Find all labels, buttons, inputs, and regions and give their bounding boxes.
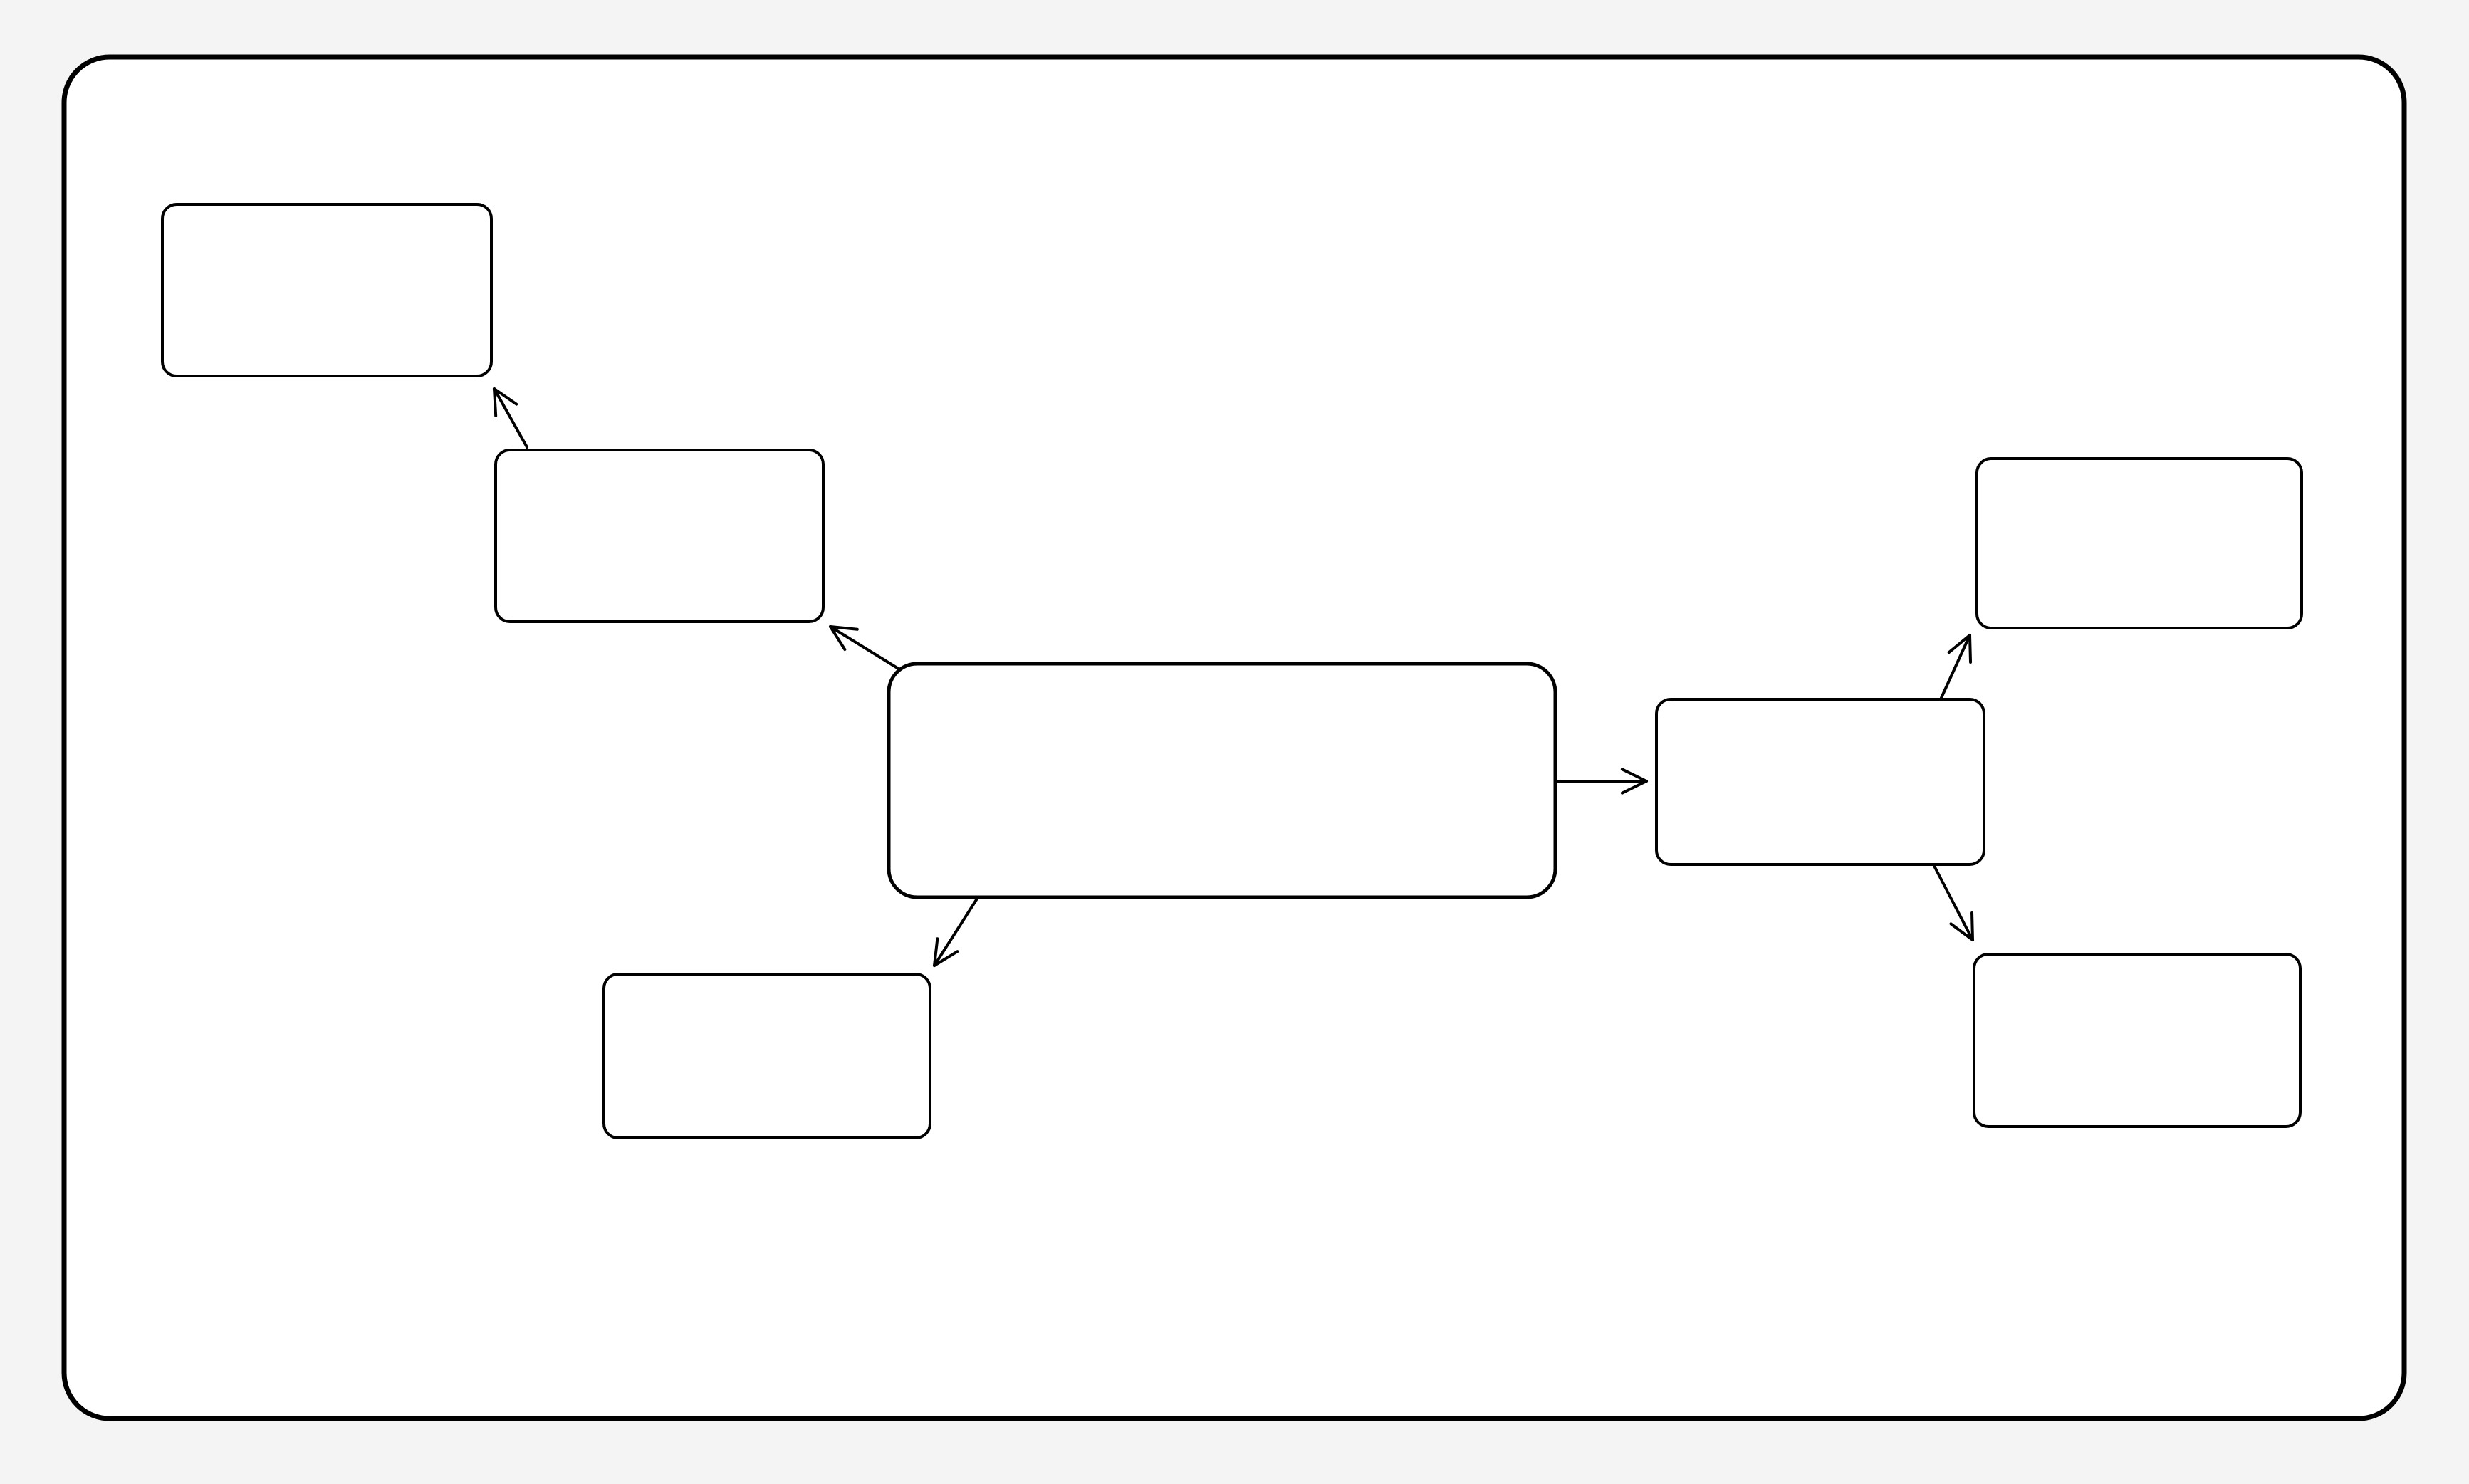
node-shape [602, 973, 931, 1139]
arrow-shaft [1940, 634, 1971, 699]
arrow-shaft [1933, 864, 1974, 941]
arrow-center-to-bottom-left[interactable] [933, 897, 978, 967]
nodes-layer [161, 203, 2303, 1139]
arrowhead-wing-1 [493, 387, 518, 406]
arrow-center-to-right-middle[interactable] [1555, 768, 1648, 795]
arrowhead-wing-2 [1970, 911, 1974, 941]
arrowhead-wing-2 [493, 387, 498, 417]
node-shape [887, 662, 1557, 899]
arrow-right-middle-to-top-right[interactable] [1940, 634, 1973, 699]
arrowhead-wing-1 [1949, 922, 1974, 941]
arrowhead-wing-1 [933, 937, 939, 967]
node-box-right-middle[interactable] [1655, 698, 1985, 866]
arrowhead-wing-2 [1947, 634, 1971, 654]
node-shape [494, 449, 825, 623]
node-box-upper-left[interactable] [494, 449, 825, 623]
arrow-upper-left-to-top-left[interactable] [493, 387, 528, 449]
arrow-right-middle-to-bottom-right[interactable] [1933, 864, 1974, 941]
node-box-center[interactable] [887, 662, 1557, 899]
edges-layer [493, 387, 1974, 967]
node-box-top-right[interactable] [1975, 457, 2303, 629]
node-shape [1655, 698, 1985, 866]
arrow-shaft [829, 625, 899, 669]
node-box-bottom-left[interactable] [602, 973, 931, 1139]
arrow-shaft [493, 387, 528, 449]
arrow-center-to-upper-left[interactable] [829, 625, 899, 669]
arrowhead-wing-2 [829, 625, 847, 652]
node-shape [1975, 457, 2303, 629]
node-shape [1973, 953, 2302, 1128]
arrowhead-wing-1 [829, 625, 859, 631]
node-box-bottom-right[interactable] [1973, 953, 2302, 1128]
node-shape [161, 203, 493, 377]
arrow-shaft [933, 897, 978, 967]
node-box-top-left[interactable] [161, 203, 493, 377]
arrowhead-wing-2 [933, 950, 959, 967]
arrowhead-wing-1 [1620, 780, 1648, 795]
arrowhead-wing-2 [1620, 768, 1648, 783]
